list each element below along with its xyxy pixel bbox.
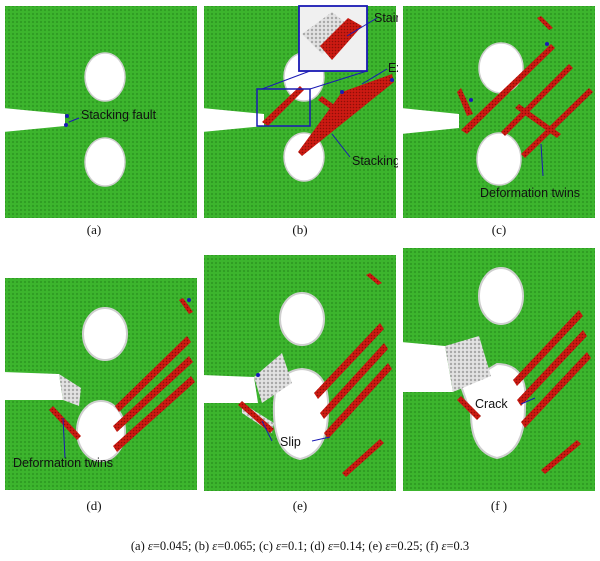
twin-band [541,440,581,474]
panel-b: Stair-rod Extended dislocation Stacking … [202,4,398,220]
void-top [84,52,126,102]
stacking-fault-band [298,74,394,156]
twin-band [115,336,191,412]
twin-band [515,104,561,138]
twin-band [314,323,384,399]
void-top [478,267,524,325]
twin-band [457,88,473,116]
figure-caption: (a) ε=0.045; (b) ε=0.065; (c) ε=0.1; (d)… [130,539,470,553]
annotation-crack: Crack [475,397,508,411]
twin-band [457,396,481,420]
dislocation-marker [64,123,68,127]
twin-band [238,401,274,433]
void-bottom [476,132,522,186]
twin-band [521,88,593,158]
panel-label-e: (e) [292,498,308,513]
twin-band [366,273,382,285]
panel-label-c: (c) [491,222,507,237]
stacking-fault-band [318,96,344,116]
panel-f: Crack [401,246,597,491]
twin-band [521,352,591,428]
twin-band [179,298,193,314]
twin-band [342,439,384,477]
twin-band [461,44,555,134]
panel-c: Deformation twins [401,4,597,220]
panel-label-d: (d) [86,498,102,513]
void-bottom [84,137,126,187]
annotation-deformation-twins: Deformation twins [480,186,580,200]
twin-band [113,376,195,452]
twin-band [49,406,81,440]
panel-label-f: (f ) [490,498,508,513]
notch [3,108,65,132]
panel-a: Stacking fault [3,4,199,220]
void-top [82,307,128,361]
annotation-extended-dislocation: Extended dislocation [388,61,398,75]
annotation-stair-rod: Stair-rod [374,11,398,25]
annotation-deformation-twins: Deformation twins [13,456,113,470]
notch [3,372,63,400]
notch [202,108,264,132]
twin-band [537,16,553,30]
twin-band [320,343,388,419]
twin-band [113,356,193,432]
panel-e: Slip [202,253,398,491]
annotation-stacking-fault: Stacking fault [352,154,398,168]
annotation-slip: Slip [280,435,301,449]
panel-d: Deformation twins [3,276,199,492]
twin-band [324,363,392,439]
annotation-stacking-fault: Stacking fault [81,108,157,122]
panel-label-a: (a) [86,222,102,237]
dislocation-marker [65,114,69,118]
notch [401,108,459,134]
void-top [279,292,325,346]
notch [202,375,258,403]
twin-band [501,64,573,136]
void-bottom [459,362,527,460]
notch [401,342,453,392]
twin-band [513,310,583,386]
panel-label-b: (b) [292,222,308,237]
twin-band [517,330,587,406]
stacking-fault-band [262,86,304,126]
